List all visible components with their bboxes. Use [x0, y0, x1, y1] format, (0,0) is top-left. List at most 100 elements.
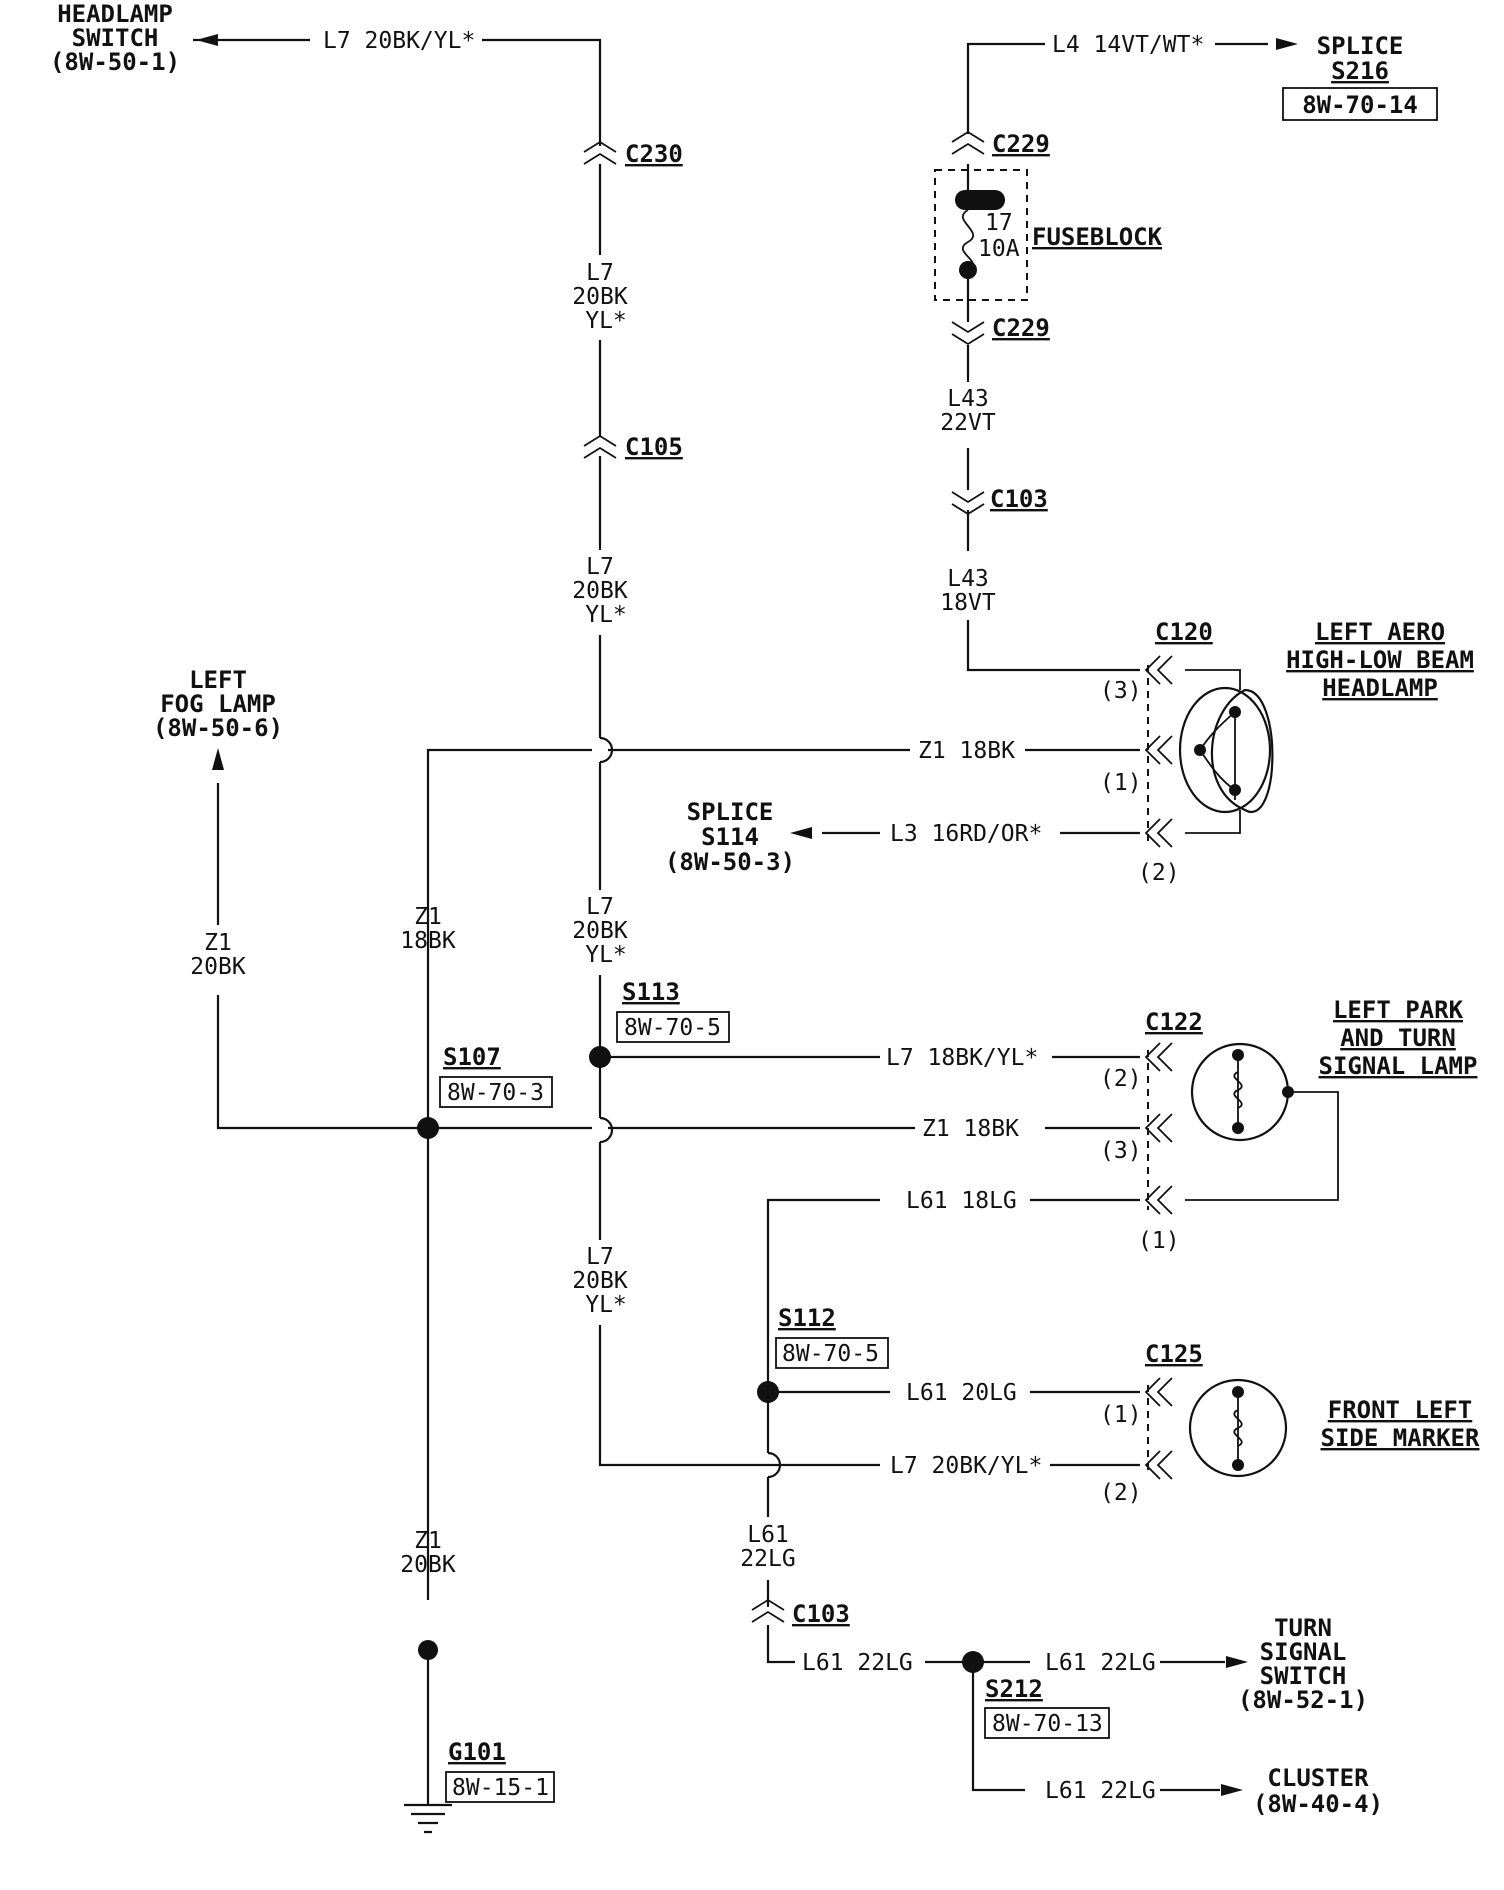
- wire-z1-ground-1: Z1: [414, 1528, 442, 1554]
- wire-l7-seg4-a: L7: [586, 1244, 614, 1270]
- pin-c120-3: (3): [1100, 678, 1142, 704]
- fuse-number: 17: [985, 210, 1013, 236]
- splice-s112-dot: [757, 1381, 779, 1403]
- wire-l7-seg2-a: L7: [586, 554, 614, 580]
- headlamp-switch-line1: HEADLAMP: [57, 0, 173, 28]
- aero-headlamp-line1: LEFT AERO: [1315, 618, 1445, 646]
- wire-l3-headlamp: L3 16RD/OR*: [890, 821, 1042, 847]
- splice-labels: S113 8W-70-5 S107 8W-70-3 S112 8W-70-5 S…: [439, 978, 1110, 1803]
- splice-s216-line1: SPLICE: [1317, 32, 1404, 60]
- fog-lamp-line2: FOG LAMP: [160, 690, 276, 718]
- splice-s112-ref: 8W-70-5: [782, 1341, 879, 1367]
- splice-s212-ref: 8W-70-13: [992, 1711, 1103, 1737]
- wire-l7-park: L7 18BK/YL*: [886, 1045, 1038, 1071]
- wire-labels: L7 20BK/YL* L4 14VT/WT* Z1 18BK L3 16RD/…: [323, 28, 1204, 1804]
- wires: [193, 38, 1339, 1834]
- wire-z1-ground-2: 20BK: [400, 1552, 456, 1578]
- fuse-amperage: 10A: [978, 236, 1020, 262]
- pin-c125-2: (2): [1100, 1480, 1142, 1506]
- fog-lamp-ref: (8W-50-6): [153, 714, 283, 742]
- wire-l7-seg3-a: L7: [586, 894, 614, 920]
- connector-c229-top: C229: [992, 130, 1050, 158]
- aero-headlamp-line2: HIGH-LOW BEAM: [1286, 646, 1474, 674]
- cluster-ref: (8W-40-4): [1253, 1790, 1383, 1818]
- wire-l43-a-2: 22VT: [940, 410, 996, 436]
- connector-c125: C125: [1145, 1340, 1203, 1368]
- ground-g101-ref: 8W-15-1: [452, 1775, 549, 1801]
- splice-s114-line2: S114: [701, 823, 759, 851]
- connector-c229-bottom: C229: [992, 314, 1050, 342]
- wire-l7-seg3-c: YL*: [585, 942, 627, 968]
- pin-c122-2: (2): [1100, 1066, 1142, 1092]
- wire-l7-seg4-b: 20BK: [572, 1268, 628, 1294]
- wire-l7-marker: L7 20BK/YL*: [890, 1453, 1042, 1479]
- wire-l61-marker: L61 20LG: [906, 1380, 1017, 1406]
- wire-top-l7: L7 20BK/YL*: [323, 28, 475, 54]
- wire-l61-cluster: L61 22LG: [1045, 1778, 1156, 1804]
- pin-c120-2: (2): [1138, 860, 1180, 886]
- wire-z1-main-2: 18BK: [400, 928, 456, 954]
- wire-l7-seg1-c: YL*: [585, 308, 627, 334]
- turn-switch-line1: TURN: [1274, 1614, 1332, 1642]
- pin-labels: (3) (1) (2) (2) (3) (1) (1) (2): [1100, 678, 1180, 1506]
- fuseblock: 17 10A FUSEBLOCK: [934, 169, 1163, 301]
- park-turn-line2: AND TURN: [1340, 1024, 1456, 1052]
- ground-g101-dot: [418, 1640, 438, 1660]
- splice-dots: [417, 1046, 984, 1673]
- splice-s114-ref: (8W-50-3): [665, 848, 795, 876]
- wire-l7-seg3-b: 20BK: [572, 918, 628, 944]
- connector-c103-lower: C103: [792, 1600, 850, 1628]
- splice-s107-ref: 8W-70-3: [447, 1080, 544, 1106]
- connector-c105: C105: [625, 433, 683, 461]
- wire-z1-fog-2: 20BK: [190, 954, 246, 980]
- splice-s112-name: S112: [778, 1304, 836, 1332]
- splice-s114-line1: SPLICE: [687, 798, 774, 826]
- component-labels: HEADLAMP SWITCH (8W-50-1) SPLICE S216 8W…: [50, 0, 1480, 1818]
- arrows: [196, 34, 1298, 1796]
- connector-c122: C122: [1145, 1008, 1203, 1036]
- connector-c103-upper: C103: [990, 485, 1048, 513]
- connector-labels: C230 C105 C229 C229 C103 C103 C120 C122 …: [625, 130, 1213, 1628]
- wire-l7-seg2-b: 20BK: [572, 578, 628, 604]
- ground-g101-name: G101: [448, 1738, 506, 1766]
- pin-c120-1: (1): [1100, 770, 1142, 796]
- connector-c230: C230: [625, 140, 683, 168]
- wire-l7-seg2-c: YL*: [585, 602, 627, 628]
- park-turn-lamp-symbol: [1190, 1042, 1294, 1142]
- fuseblock-label: FUSEBLOCK: [1032, 223, 1163, 251]
- wire-label-stacks: L7 20BK YL* L7 20BK YL* L7 20BK YL* L7 2…: [190, 260, 996, 1578]
- wire-top-l4: L4 14VT/WT*: [1052, 32, 1204, 58]
- wire-l43-a-1: L43: [947, 386, 989, 412]
- pin-c122-1: (1): [1138, 1228, 1180, 1254]
- splice-s107-name: S107: [443, 1043, 501, 1071]
- wire-z1-headlamp: Z1 18BK: [918, 738, 1015, 764]
- park-turn-line1: LEFT PARK: [1333, 996, 1464, 1024]
- splice-s113-dot: [589, 1046, 611, 1068]
- headlamp-switch-line2: SWITCH: [72, 24, 159, 52]
- splice-s216-ref: 8W-70-14: [1302, 91, 1418, 119]
- side-marker-line2: SIDE MARKER: [1321, 1424, 1480, 1452]
- aero-headlamp-line3: HEADLAMP: [1322, 674, 1438, 702]
- turn-switch-line2: SIGNAL: [1260, 1638, 1347, 1666]
- splice-s113-ref: 8W-70-5: [624, 1015, 721, 1041]
- splice-s113-name: S113: [622, 978, 680, 1006]
- cluster-line1: CLUSTER: [1267, 1764, 1369, 1792]
- wire-l61-c103: L61 22LG: [802, 1650, 913, 1676]
- connector-symbols: [583, 130, 1173, 1623]
- connector-c120: C120: [1155, 618, 1213, 646]
- wire-l61-turn: L61 22LG: [1045, 1650, 1156, 1676]
- splice-s212-name: S212: [985, 1675, 1043, 1703]
- headlamp-symbol: [1178, 686, 1274, 814]
- wire-l43-b-1: L43: [947, 566, 989, 592]
- wire-l61-park: L61 18LG: [906, 1188, 1017, 1214]
- pin-c125-1: (1): [1100, 1402, 1142, 1428]
- fog-lamp-line1: LEFT: [189, 666, 247, 694]
- wire-l43-b-2: 18VT: [940, 590, 996, 616]
- wire-l7-seg1-b: 20BK: [572, 284, 628, 310]
- side-marker-line1: FRONT LEFT: [1328, 1396, 1473, 1424]
- splice-s212-dot: [962, 1651, 984, 1673]
- wire-z1-fog-1: Z1: [204, 930, 232, 956]
- pin-c122-3: (3): [1100, 1138, 1142, 1164]
- headlamp-switch-ref: (8W-50-1): [50, 48, 180, 76]
